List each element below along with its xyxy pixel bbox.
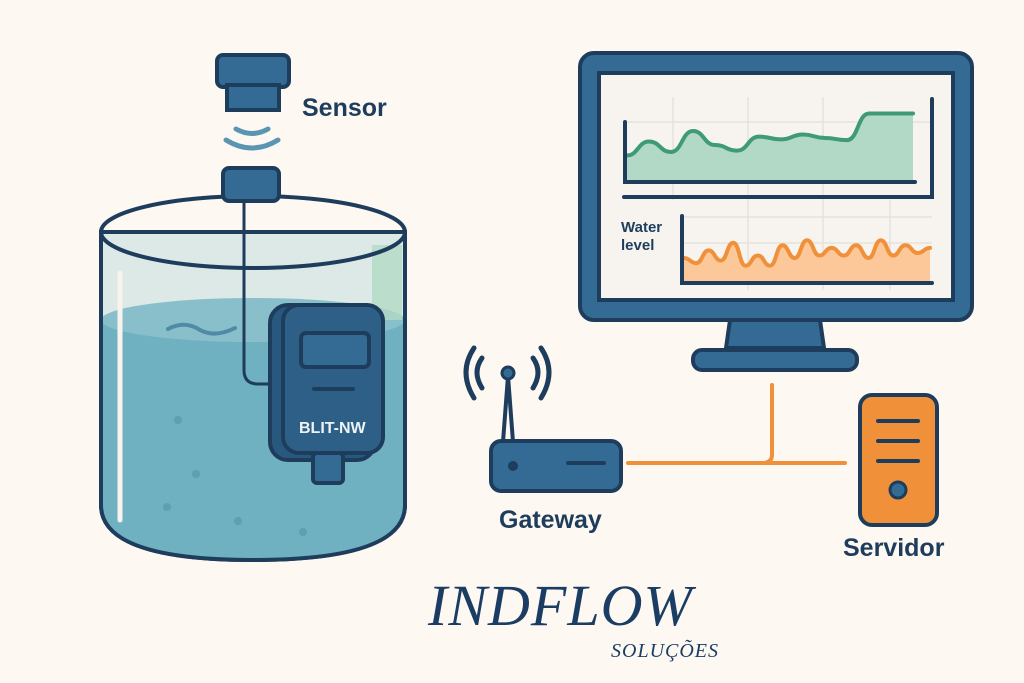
water-level-chart-line: [682, 238, 932, 268]
tank-sensor-icon: [221, 166, 281, 386]
monitor-icon: [578, 51, 974, 372]
gateway-label: Gateway: [499, 506, 602, 534]
ultrasonic-sensor-icon: [215, 53, 291, 112]
brand-logo-text: INDFLOW: [428, 573, 693, 638]
water-level-label: Water level: [621, 219, 663, 254]
transmitter-device-icon: [268, 303, 385, 485]
device-model-label: BLIT-NW: [299, 420, 366, 437]
server-label: Servidor: [843, 534, 945, 562]
network-connection-lines: [626, 383, 847, 465]
router-icon: [489, 365, 623, 493]
top-chart-area: [627, 113, 913, 180]
top-chart-line: [625, 111, 915, 158]
water-level-chart-area: [684, 240, 930, 281]
sensor-label: Sensor: [302, 94, 387, 122]
wifi-signal-icon: [463, 345, 552, 401]
brand-subtitle: SOLUÇÕES: [611, 640, 720, 662]
server-icon: [858, 393, 939, 527]
signal-waves-icon: [223, 126, 281, 151]
